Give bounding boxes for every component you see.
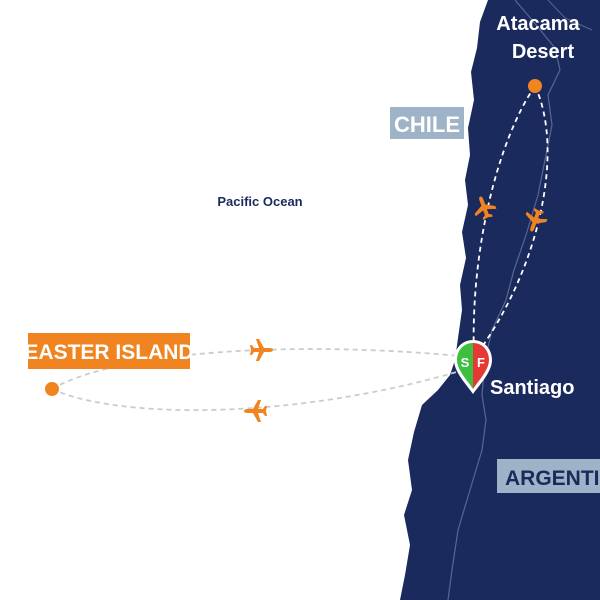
ocean-label: Pacific Ocean	[217, 194, 302, 209]
place-label-easter-island: EASTER ISLAND	[24, 341, 193, 364]
location-dot-icon	[528, 79, 542, 93]
country-label-argentina: ARGENTIN	[505, 467, 600, 490]
place-label-santiago: Santiago	[490, 377, 574, 399]
plane-icon	[250, 339, 273, 361]
route-atacama-out	[472, 85, 536, 359]
route-easter-out	[51, 348, 471, 390]
country-label-box-chile	[390, 107, 464, 139]
plane-icon	[474, 196, 497, 220]
start-finish-marker-icon: S F	[454, 340, 492, 394]
route-easter-back	[51, 367, 471, 412]
place-label-atacama-line2: Desert	[512, 41, 575, 63]
location-dot-icon	[45, 382, 59, 396]
place-label-box-easter-island	[28, 333, 190, 369]
country-label-chile: CHILE	[394, 112, 460, 137]
country-border	[447, 0, 561, 600]
land-mass	[400, 0, 600, 600]
country-label-box-argentina	[497, 459, 600, 493]
place-label-atacama-line1: Atacama	[496, 13, 580, 35]
start-label: S	[461, 355, 470, 370]
finish-label: F	[477, 355, 485, 370]
plane-icon	[244, 400, 267, 422]
plane-icon	[525, 208, 548, 232]
border-detail	[547, 0, 593, 31]
